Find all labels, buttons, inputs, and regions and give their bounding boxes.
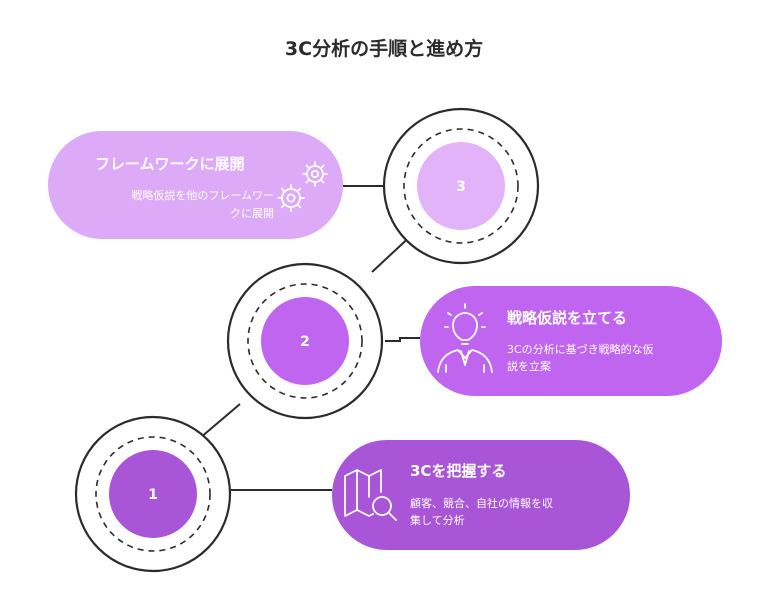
diagram-title: 3C分析の手順と進め方 — [284, 38, 484, 60]
step-1-desc-line-1: 顧客、競合、自社の情報を収 — [410, 496, 553, 510]
step-2-circle — [261, 297, 349, 385]
step-2-desc-line-2: 説を立案 — [507, 359, 551, 373]
step-3-desc-line-1: 戦略仮説を他のフレームワー — [131, 188, 274, 202]
step-1-circle — [109, 450, 197, 538]
gears-icon — [277, 161, 328, 212]
step-3-number: 3 — [456, 179, 466, 195]
step-3-title: フレームワークに展開 — [95, 155, 245, 173]
step-3-circle — [417, 142, 505, 230]
connector-ring1-ring2 — [199, 403, 241, 439]
step-1-desc-line-2: 集して分析 — [410, 513, 465, 527]
step-2-card: 戦略仮説を立てる 3Cの分析に基づき戦略的な仮 説を立案 — [420, 286, 722, 396]
connector-ring2-card2 — [385, 337, 420, 342]
step-2-number: 2 — [300, 334, 310, 350]
step-2-desc-line-1: 3Cの分析に基づき戦略的な仮 — [507, 342, 654, 356]
step-2-title: 戦略仮説を立てる — [507, 309, 627, 327]
step-1-title: 3Cを把握する — [410, 462, 506, 480]
step-2-ring: 2 — [226, 262, 384, 420]
step-3-desc-line-2: クに展開 — [230, 207, 274, 220]
step-1-card: 3Cを把握する 顧客、競合、自社の情報を収 集して分析 — [332, 440, 630, 550]
lightbulb-person-icon — [437, 303, 493, 373]
map-search-icon — [344, 469, 397, 521]
step-1-number: 1 — [148, 487, 158, 503]
step-1-ring: 1 — [74, 415, 232, 573]
step-3-ring: 3 — [382, 107, 540, 265]
step-3-card: フレームワークに展開 戦略仮説を他のフレームワー クに展開 — [48, 131, 343, 239]
